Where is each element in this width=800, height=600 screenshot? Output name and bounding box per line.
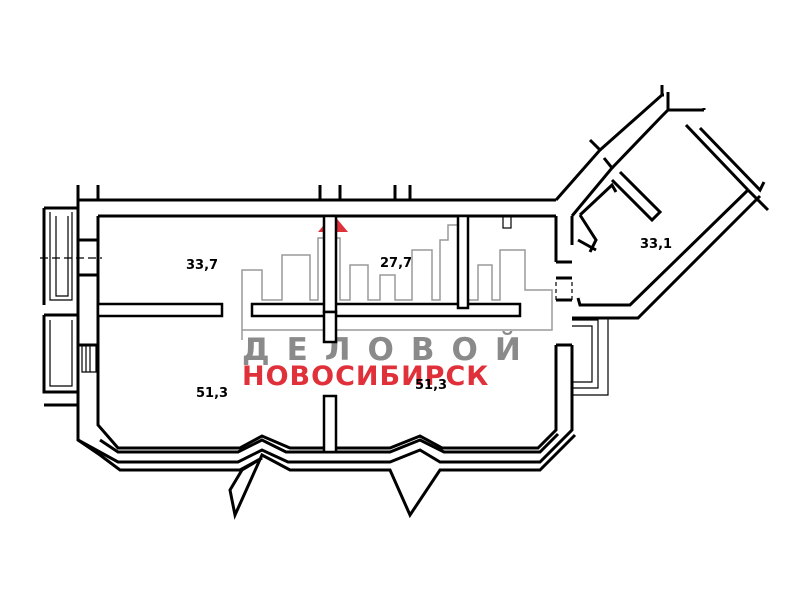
watermark-skyline [241,224,553,340]
room-labels: 33,7 27,7 33,1 51,3 51,3 [186,237,672,401]
room-area-label-b: 27,7 [380,256,412,271]
watermark: ДЕЛОВОЙ НОВОСИБИРСК [241,214,553,392]
room-area-label-a: 33,7 [186,258,218,273]
interior-partitions [96,214,609,454]
right-annex [554,85,770,320]
watermark-line1: ДЕЛОВОЙ [242,332,538,368]
exterior-walls [76,185,577,520]
room-area-label-c: 33,1 [640,237,672,252]
room-area-label-e: 51,3 [415,378,447,393]
left-vestibule [40,206,102,407]
room-area-label-d: 51,3 [196,386,228,401]
watermark-line2: НОВОСИБИРСК [242,361,489,392]
